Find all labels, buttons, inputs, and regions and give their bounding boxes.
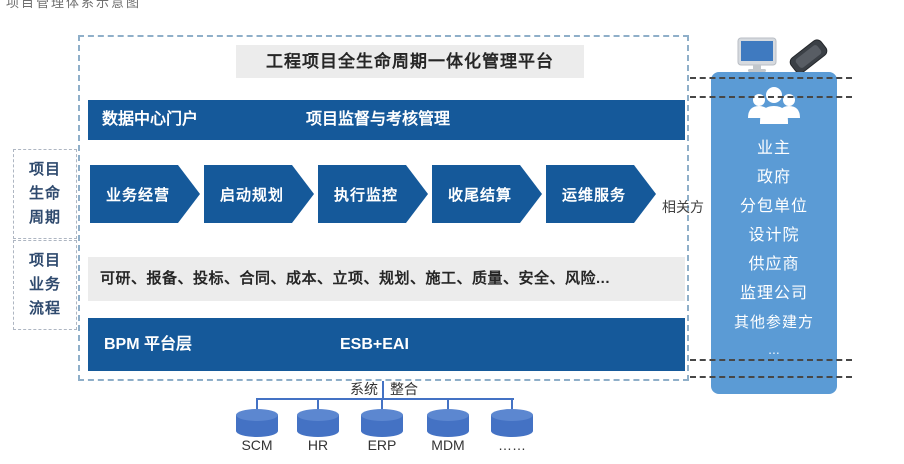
database-icon (427, 409, 469, 437)
portal-bar: 数据中心门户 项目监督与考核管理 (88, 100, 685, 140)
system-name-mdm: MDM (431, 437, 465, 453)
system-integration-label: 系统 整合 (350, 379, 418, 399)
database-icon (297, 409, 339, 437)
connector-dashed-line (690, 96, 852, 98)
stakeholder-item: 分包单位 (739, 198, 808, 215)
system-drop-line (317, 398, 319, 410)
stakeholder-pointer-label: 相关方 (662, 199, 704, 215)
process-side-label: 项目 业务 流程 (13, 240, 77, 330)
system-drop-line (256, 398, 258, 410)
connector-dashed-line (690, 77, 852, 79)
stage-chevron-execute: 执行监控 (318, 165, 428, 223)
people-group-icon (748, 87, 800, 124)
system-drop-line (381, 398, 383, 410)
lifecycle-side-label: 项目 生命 周期 (13, 149, 77, 239)
supervision-assessment-label: 项目监督与考核管理 (306, 111, 451, 128)
database-icon (491, 409, 533, 437)
monitor-icon (737, 37, 777, 72)
smartphone-icon (787, 37, 830, 76)
stakeholder-item: 设计院 (748, 227, 800, 244)
system-label-left: 系统 (350, 381, 378, 397)
stakeholder-item: 政府 (756, 169, 791, 186)
integration-bus-line (256, 398, 514, 400)
stakeholder-item: 供应商 (748, 256, 800, 273)
bpm-platform-bar: BPM 平台层 ESB+EAI (88, 318, 685, 371)
stakeholder-item: 监理公司 (739, 285, 808, 302)
integration-stem-line (382, 381, 384, 399)
system-drop-line (511, 398, 513, 410)
stage-chevron-closeout: 收尾结算 (432, 165, 542, 223)
platform-title: 工程项目全生命周期一体化管理平台 (236, 45, 584, 78)
page-caption: 项目管理体系示意图 (6, 0, 142, 10)
business-process-row: 可研、报备、投标、合同、成本、立项、规划、施工、质量、安全、风险... (88, 257, 685, 301)
stakeholder-item-ellipsis: ... (768, 341, 780, 357)
esb-eai-label: ESB+EAI (340, 336, 409, 353)
lifecycle-stage-row: 业务经营 启动规划 执行监控 收尾结算 运维服务 (90, 165, 660, 223)
system-name-erp: ERP (367, 437, 397, 453)
system-name-more: …… (498, 437, 526, 453)
stakeholder-item: 业主 (756, 140, 791, 157)
data-center-portal-label: 数据中心门户 (102, 111, 199, 128)
system-name-scm: SCM (241, 437, 273, 453)
system-name-hr: HR (307, 437, 329, 453)
system-label-right: 整合 (390, 381, 418, 397)
database-icon (236, 409, 278, 437)
stage-chevron-business: 业务经营 (90, 165, 200, 223)
stage-chevron-initiate: 启动规划 (204, 165, 314, 223)
connector-dashed-line (690, 359, 852, 361)
system-drop-line (447, 398, 449, 410)
stakeholder-item: 其他参建方 (733, 314, 814, 331)
stakeholder-panel: 业主 政府 分包单位 设计院 供应商 监理公司 其他参建方 ... (711, 72, 837, 394)
bpm-layer-label: BPM 平台层 (104, 336, 193, 353)
connector-dashed-line (690, 376, 852, 378)
stage-chevron-operations: 运维服务 (546, 165, 656, 223)
database-icon (361, 409, 403, 437)
